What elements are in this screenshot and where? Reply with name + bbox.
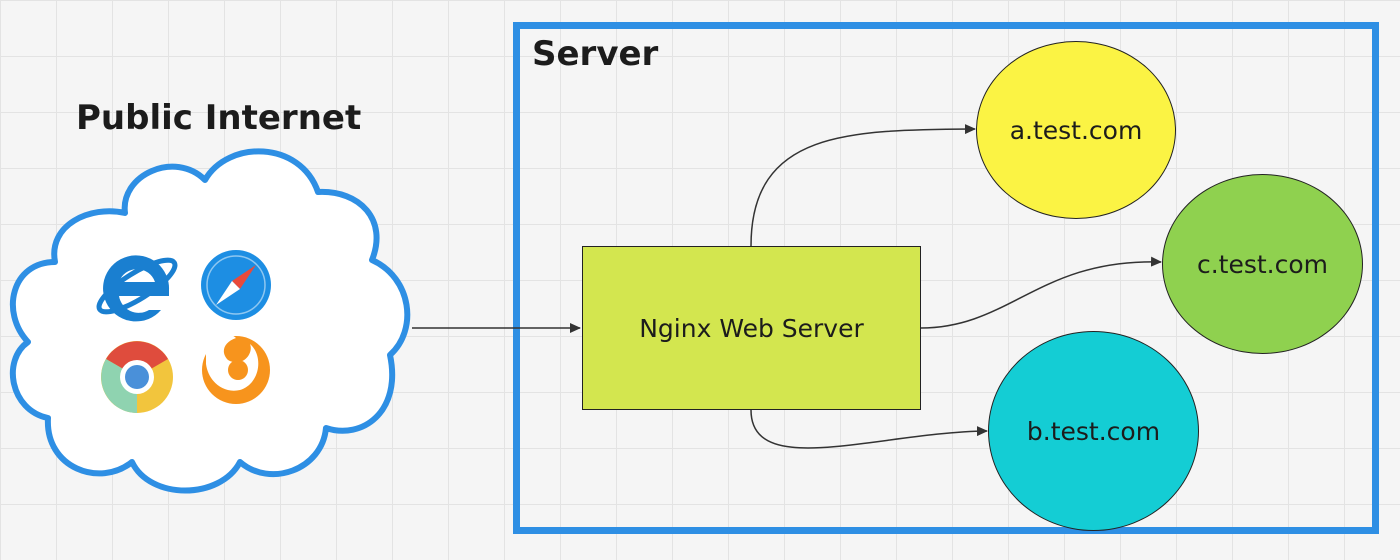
site-label-b: b.test.com	[1026, 416, 1161, 446]
cloud-shape	[9, 148, 411, 494]
site-node-b: b.test.com	[988, 331, 1199, 531]
server-frame	[513, 22, 1379, 534]
connector-nginx-to-c	[920, 256, 1162, 329]
chrome-icon	[101, 341, 173, 413]
nginx-web-server-label: Nginx Web Server	[639, 313, 864, 343]
safari-icon	[201, 250, 271, 320]
public-internet-title: Public Internet	[76, 98, 362, 138]
site-label-a: a.test.com	[1009, 115, 1143, 145]
firefox-icon	[202, 334, 270, 404]
internet-explorer-icon	[96, 255, 178, 322]
site-node-c: c.test.com	[1162, 174, 1363, 354]
connector-nginx-to-a	[750, 124, 976, 247]
site-label-c: c.test.com	[1196, 249, 1329, 279]
nginx-web-server-box: Nginx Web Server	[582, 246, 921, 410]
site-node-a: a.test.com	[976, 41, 1176, 219]
server-title: Server	[532, 34, 659, 74]
connector-nginx-to-b	[750, 409, 988, 449]
